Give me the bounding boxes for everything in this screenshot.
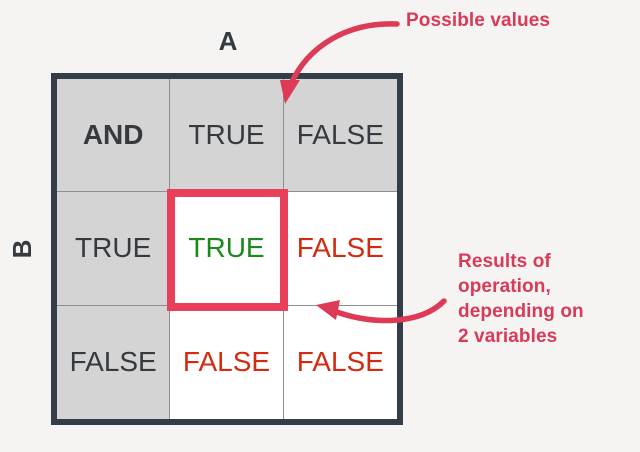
truth-table: AND TRUE FALSE TRUE TRUE FALSE FALSE FAL…	[51, 73, 403, 425]
row-header-false: FALSE	[57, 305, 171, 419]
annotation-results-line-4: 2 variables	[458, 326, 558, 348]
annotation-results-line-1: Results of	[458, 251, 551, 272]
column-variable-label: A	[218, 26, 238, 56]
row-header-true: TRUE	[57, 192, 171, 306]
annotation-results-line-2: operation,	[458, 276, 551, 298]
result-cell-false-false: FALSE	[283, 305, 397, 419]
row-variable-label: B	[7, 239, 37, 259]
table-cell-operation-label: AND	[57, 79, 171, 193]
result-cell-true-false: FALSE	[283, 192, 397, 306]
annotation-results-line-3: depending on	[458, 301, 584, 323]
annotation-results: Results of operation, depending on 2 var…	[458, 249, 638, 349]
result-cell-true-true: TRUE	[170, 192, 284, 306]
column-header-true: TRUE	[170, 79, 284, 193]
result-cell-false-true: FALSE	[170, 305, 284, 419]
annotation-possible-values: Possible values	[406, 10, 551, 31]
column-header-false: FALSE	[283, 79, 397, 193]
